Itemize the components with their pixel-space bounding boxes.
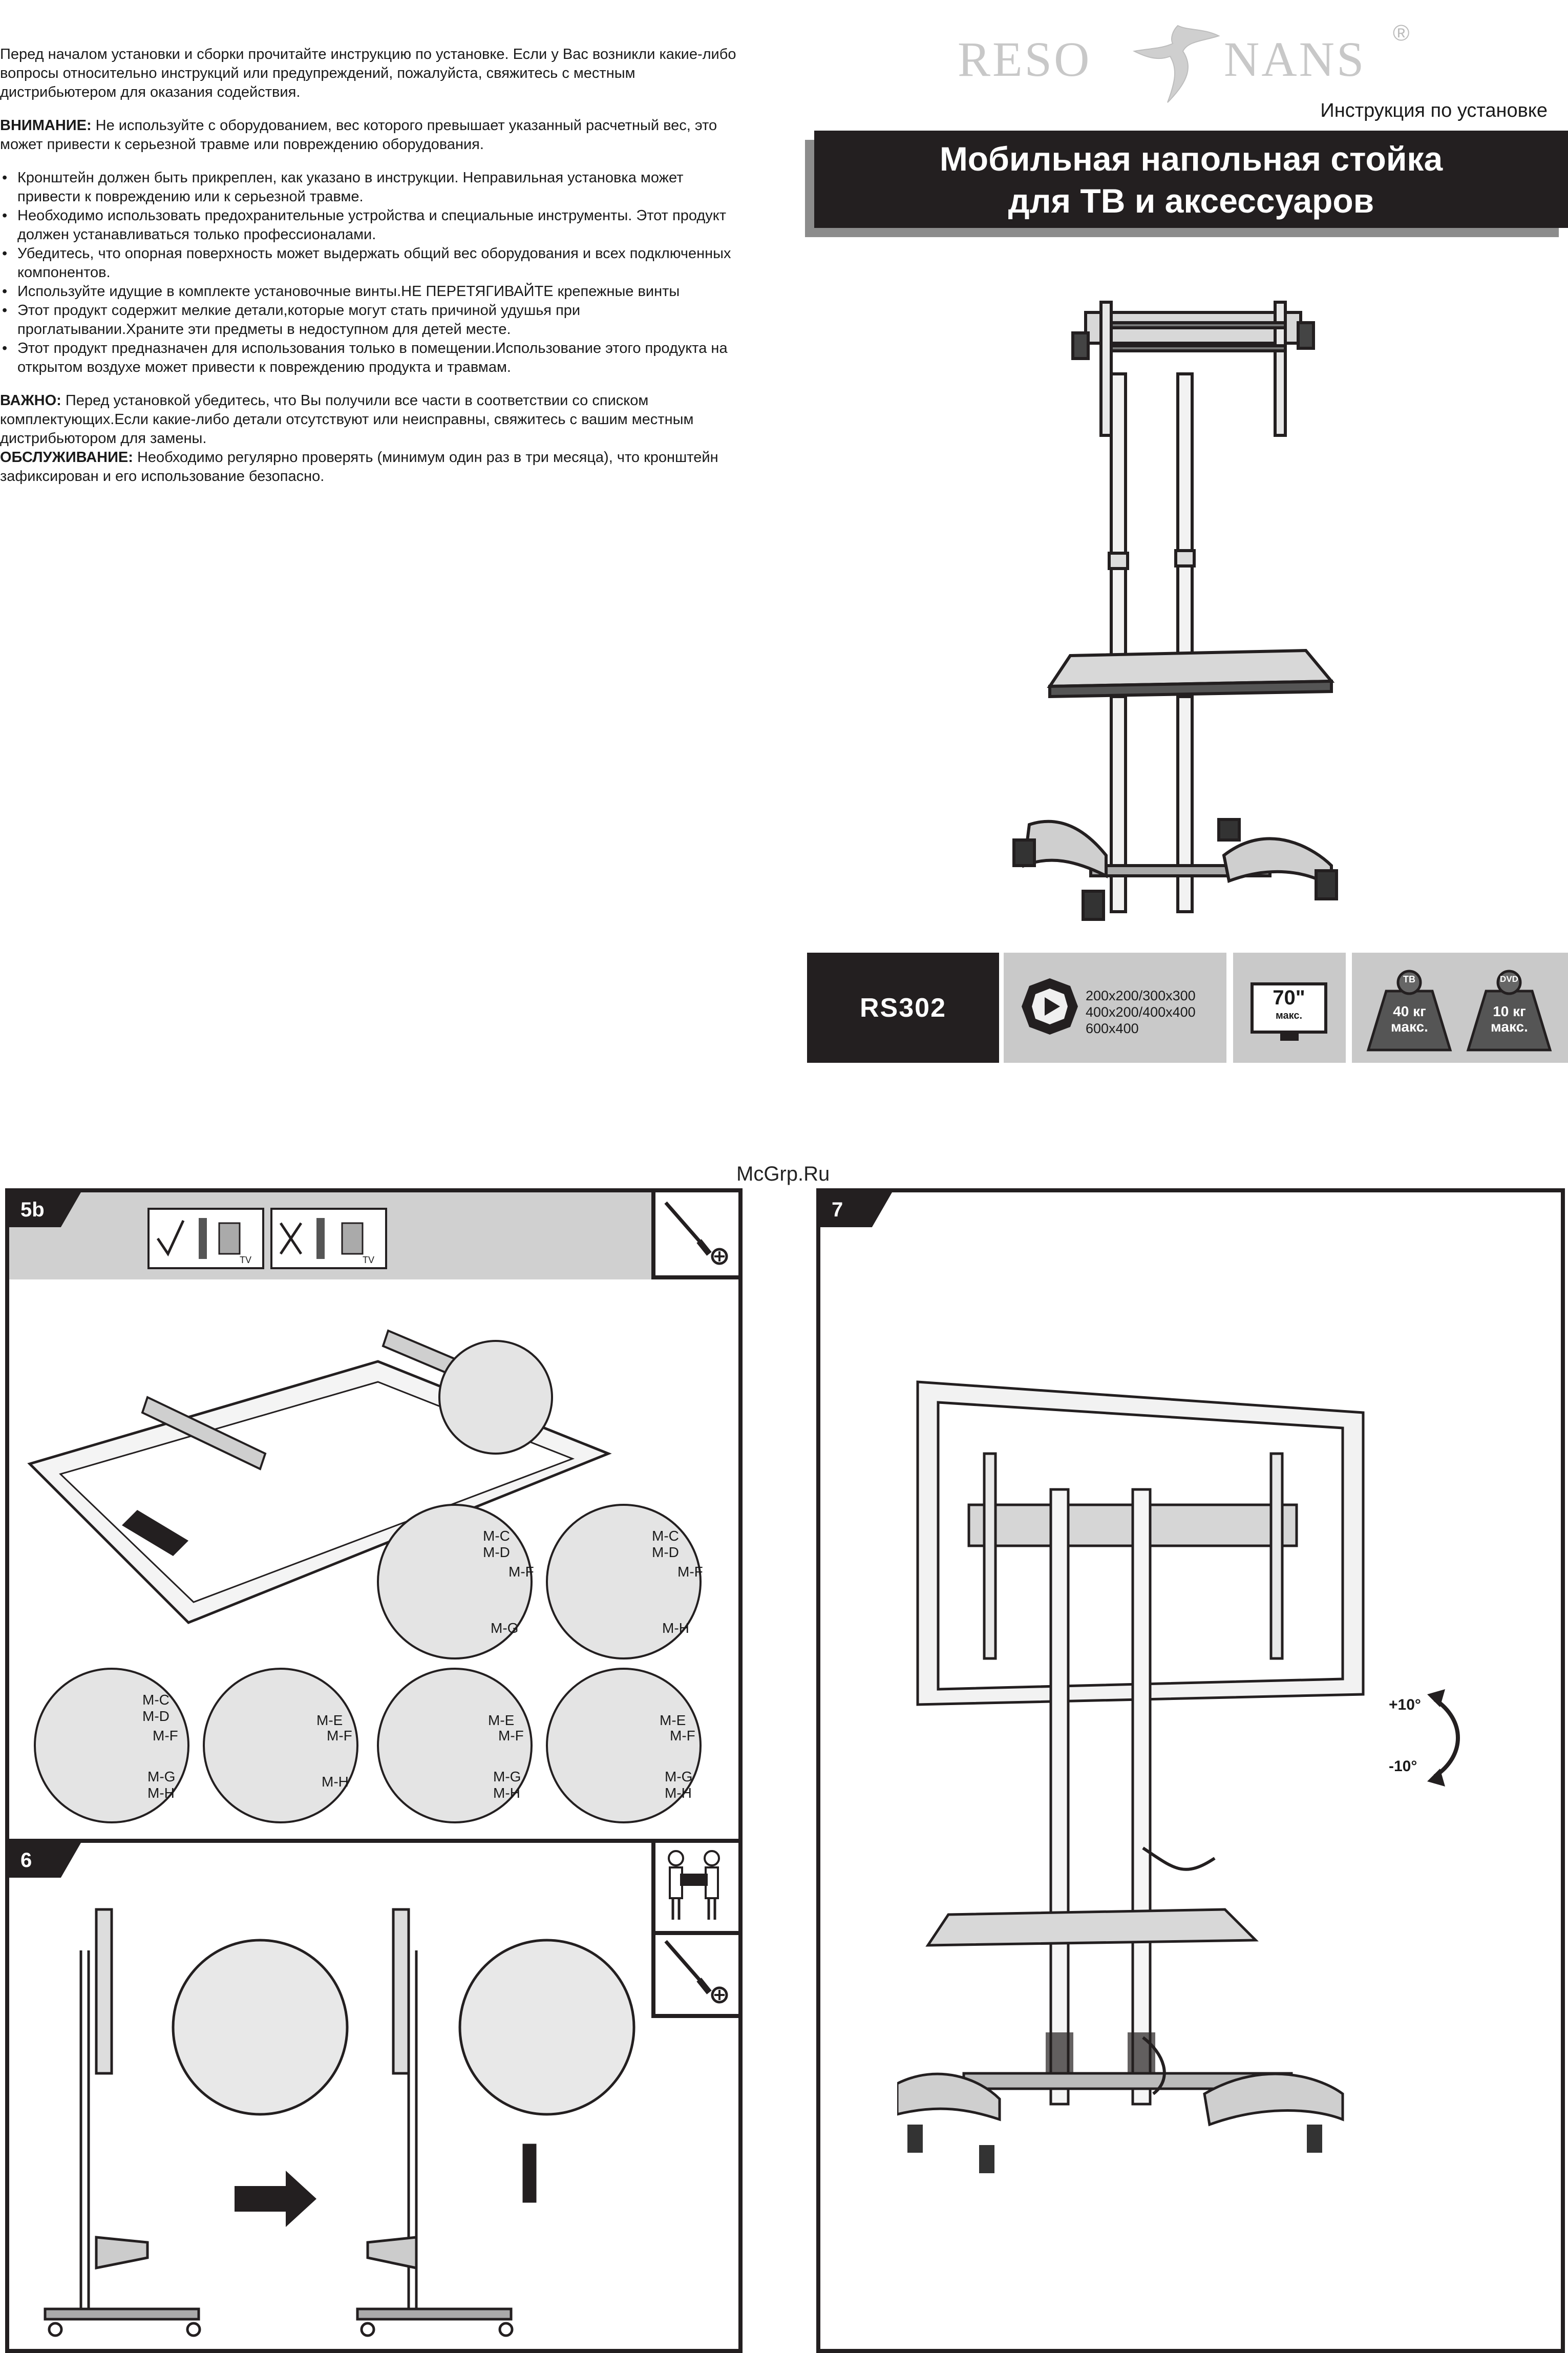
model-badge: RS302 — [807, 953, 999, 1063]
label-mh: M-H — [493, 1785, 520, 1801]
vesa-text: 200x200/300x300 400x200/400x400 600x400 — [1086, 988, 1196, 1037]
weight-spec-box: ТВ DVD 40 кг макс. 10 кг макс. — [1352, 953, 1568, 1063]
logo-text-right: NANS — [1224, 32, 1366, 87]
list-item: Убедитесь, что опорная поверхность может… — [0, 244, 748, 282]
label-mh: M-H — [662, 1620, 689, 1636]
arrow-right-icon — [235, 2171, 316, 2227]
tv-stand-icon — [1280, 1034, 1299, 1041]
tv-label-small: TV — [240, 1255, 251, 1265]
vesa-line: 600x400 — [1086, 1021, 1139, 1036]
label-mf: M-F — [677, 1564, 703, 1580]
tv-weight: 40 кг макс. — [1372, 1004, 1447, 1035]
service-label: ОБСЛУЖИВАНИЕ: — [0, 449, 133, 466]
tv-weight-value: 40 кг — [1393, 1003, 1426, 1019]
label-mg: M-G — [665, 1769, 692, 1784]
tv-tag: ТВ — [1403, 974, 1415, 984]
screwdriver-icon — [664, 1201, 728, 1265]
warning-label: ВНИМАНИЕ: — [0, 117, 92, 134]
product-illustration — [1012, 301, 1338, 921]
registered-mark: ® — [1393, 20, 1410, 46]
label-mc: M-C — [652, 1528, 679, 1544]
step-7-tab: 7 — [820, 1192, 892, 1227]
step-6-tab: 6 — [9, 1843, 81, 1878]
list-item: Используйте идущие в комплекте установоч… — [0, 282, 748, 301]
step-5b-panel: 5b TV TV — [5, 1188, 743, 1843]
callout-row-2 — [34, 1668, 702, 1823]
list-item: Этот продукт содержит мелкие детали,кото… — [0, 301, 748, 339]
tilt-arrow-icon — [1433, 1697, 1460, 1778]
vesa-line: 400x200/400x400 — [1086, 1004, 1196, 1020]
title-banner: Мобильная напольная стойка для ТВ и аксе… — [814, 131, 1568, 228]
two-person-box — [651, 1843, 738, 1935]
label-mf: M-F — [327, 1728, 352, 1743]
brand-logo: RESO NANS ® — [958, 20, 1418, 108]
list-item: Этот продукт предназначен для использова… — [0, 339, 748, 377]
warning-text: Не используйте с оборудованием, вес кото… — [0, 117, 717, 153]
dancer-logo-icon — [1132, 25, 1220, 103]
label-mh: M-H — [665, 1785, 692, 1801]
dvd-weight: 10 кг макс. — [1472, 1004, 1546, 1035]
label-mf: M-F — [153, 1728, 178, 1743]
tv-weight-unit: макс. — [1391, 1019, 1428, 1035]
screen-size-box: 70" макс. — [1233, 953, 1346, 1063]
label-me: M-E — [488, 1712, 514, 1728]
tv-label-small: TV — [363, 1255, 374, 1265]
label-mf: M-F — [498, 1728, 524, 1743]
intro-paragraph: Перед началом установки и сборки прочита… — [0, 46, 736, 100]
vesa-spec-box: 200x200/300x300 400x200/400x400 600x400 — [1004, 953, 1226, 1063]
tilt-up-label: +10° — [1389, 1696, 1421, 1713]
step-5b-diagram: M-C M-D M-F M-G M-C M-D M-F M-H M-C M-D … — [27, 1329, 703, 1823]
label-mg: M-G — [491, 1620, 518, 1636]
tool-box — [651, 1192, 738, 1279]
important-label: ВАЖНО: — [0, 392, 61, 409]
step-6-panel: 6 — [5, 1839, 743, 2353]
important-text: Перед установкой убедитесь, что Вы получ… — [0, 392, 694, 447]
important-paragraph: ВАЖНО: Перед установкой убедитесь, что В… — [0, 391, 748, 486]
label-mc: M-C — [142, 1692, 169, 1708]
page-title-line1: Мобильная напольная стойка — [939, 140, 1443, 178]
label-me: M-E — [316, 1712, 343, 1728]
correct-incorrect-icons: TV TV — [147, 1208, 387, 1269]
label-md: M-D — [483, 1544, 510, 1560]
label-mg: M-G — [147, 1769, 175, 1784]
weight-icons — [1366, 970, 1552, 1052]
dvd-weight-unit: макс. — [1491, 1019, 1528, 1035]
vesa-icon — [1022, 978, 1078, 1035]
dvd-weight-value: 10 кг — [1493, 1003, 1526, 1019]
screen-size-unit: макс. — [1275, 1010, 1303, 1021]
intro-text: Перед началом установки и сборки прочита… — [0, 45, 748, 486]
label-md: M-D — [652, 1544, 679, 1560]
label-mc: M-C — [483, 1528, 510, 1544]
safety-list: Кронштейн должен быть прикреплен, как ук… — [0, 169, 748, 377]
screwdriver-icon — [664, 1940, 728, 2004]
tilt-down-label: -10° — [1389, 1758, 1417, 1775]
step-7-diagram: +10° -10° — [897, 1380, 1460, 2173]
label-mh: M-H — [322, 1774, 349, 1790]
callout-row-1 — [377, 1504, 702, 1659]
list-item: Кронштейн должен быть прикреплен, как ук… — [0, 169, 748, 206]
watermark-text: McGrp.Ru — [736, 1163, 830, 1185]
label-mf: M-F — [508, 1564, 534, 1580]
label-mf: M-F — [670, 1728, 695, 1743]
service-text: Необходимо регулярно проверять (минимум … — [0, 449, 718, 485]
tool-box — [651, 1931, 738, 2018]
list-item: Необходимо использовать предохранительны… — [0, 206, 748, 244]
tv-screen-icon: 70" макс. — [1251, 982, 1327, 1034]
label-mh: M-H — [147, 1785, 175, 1801]
label-me: M-E — [660, 1712, 686, 1728]
warning-paragraph: ВНИМАНИЕ: Не используйте с оборудованием… — [0, 116, 748, 154]
screen-size-value: 70" — [1273, 986, 1305, 1009]
subtitle: Инструкция по установке — [1320, 100, 1548, 121]
dvd-tag: DVD — [1500, 974, 1518, 984]
two-person-icon — [668, 1850, 720, 1920]
step-7-panel: 7 +10° -10° — [816, 1188, 1565, 2353]
vesa-line: 200x200/300x300 — [1086, 988, 1196, 1003]
page-title-line2: для ТВ и аксессуаров — [1008, 182, 1374, 220]
logo-text-left: RESO — [958, 32, 1092, 87]
step-6-diagram — [44, 1908, 635, 2337]
label-md: M-D — [142, 1708, 169, 1724]
label-mg: M-G — [493, 1769, 521, 1784]
